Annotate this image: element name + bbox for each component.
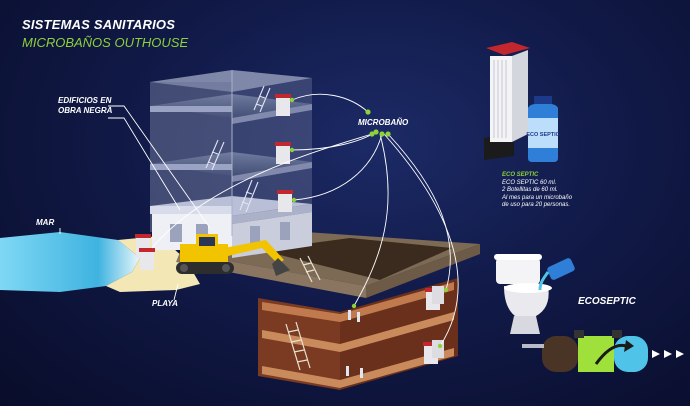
product-line-1: ECO SEPTIC 60 ml.	[502, 179, 557, 186]
outhouse-icon	[277, 190, 293, 212]
pouring-stream	[538, 271, 550, 291]
outhouse-icon	[135, 234, 155, 270]
outhouse-icon	[423, 340, 444, 364]
eco-septic-bottle-icon: ECO SEPTIC	[526, 96, 560, 162]
basement-mid-floor	[262, 312, 454, 352]
ladder-icon	[239, 179, 259, 213]
beach-label: PLAYA	[152, 299, 178, 308]
buildings-label-line-2: OBRA NEGRA	[58, 106, 113, 115]
product-heading: ECO SEPTIC	[502, 172, 539, 178]
ground-slab-pit	[260, 238, 452, 280]
excavator-icon	[176, 234, 290, 276]
eco-septic-bottle-icon	[547, 258, 575, 280]
basement-back	[262, 282, 454, 322]
toilet-icon	[494, 254, 552, 334]
ground-slab-side	[366, 244, 480, 298]
sea-label: MAR	[36, 218, 55, 227]
product-info: ECO SEPTIC ECO SEPTIC 60 ml. 2 Botellita…	[502, 172, 622, 210]
product-line-2: 2 Botellitas de 60 ml.	[502, 187, 558, 193]
page-title: SISTEMAS SANITARIOS	[22, 17, 176, 32]
product-line-4: de uso para 20 personas.	[502, 202, 571, 208]
buildings-label: EDIFICIOS EN OBRA NEGRA	[58, 96, 112, 116]
ecoseptic-label: ECOSEPTIC	[578, 296, 636, 307]
ladder-icon	[299, 255, 321, 283]
buildings-label-line-1: EDIFICIOS EN	[58, 96, 112, 105]
sea-area	[0, 232, 140, 292]
worker-figures	[346, 310, 363, 378]
basement-bottom-floor	[262, 348, 454, 388]
septic-tank-icon	[522, 330, 684, 372]
outhouse-icon	[275, 142, 291, 164]
product-line-3: Al mes para un microbaño	[502, 194, 573, 201]
page-subtitle: MICROBAÑOS OUTHOUSE	[22, 35, 189, 50]
outhouse-icon	[275, 94, 291, 116]
bottle-label: ECO SEPTIC	[526, 132, 559, 138]
callout-dots	[289, 97, 449, 349]
microbano-label: MICROBAÑO	[358, 118, 409, 127]
ladder-icon	[205, 139, 225, 171]
microbano-product-icon	[484, 42, 530, 160]
ladder-icon	[253, 85, 271, 113]
outhouse-icon	[425, 286, 444, 310]
ladder-icon	[285, 321, 311, 371]
